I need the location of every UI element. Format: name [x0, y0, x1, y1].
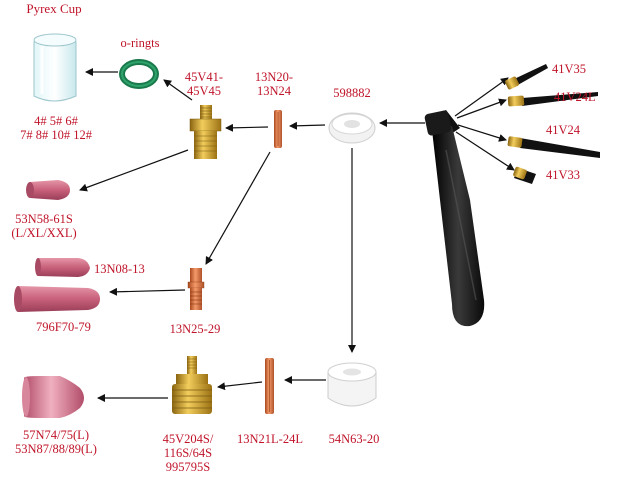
large-collet-label: 13N21L-24L [237, 432, 303, 446]
long-nozzle-label: 796F70-79 [36, 320, 91, 334]
gas-lens-insulator-label: 54N63-20 [328, 432, 380, 446]
arrow-torch-to-back-cap-2 [456, 98, 507, 119]
short-collet-body-label: 13N25-29 [169, 322, 221, 336]
back-cap-label-2: 41V24L [554, 90, 596, 104]
collet-label: 13N20- 13N24 [246, 70, 302, 98]
cup-sizes-line-2: 7# 8# 10# 12# [20, 128, 92, 142]
insulator-image [328, 112, 376, 144]
gas-lens-cup-image [22, 376, 84, 418]
o-rings-label: o-ringts [120, 36, 160, 50]
short-nozzle-image [35, 258, 90, 277]
arrow-short-body-to-nozzles [109, 287, 186, 296]
pyrex-cup-image [33, 33, 77, 102]
back-cap-label-3: 41V24 [546, 123, 581, 137]
nozzle-image [26, 180, 70, 200]
back-cap-image-4 [513, 166, 536, 184]
arrow-torch-to-back-cap-1 [454, 77, 509, 117]
pyrex-cup-label: Pyrex Cup [26, 1, 82, 16]
large-collet-image [265, 358, 274, 414]
collet-body-line-1: 45V41- [184, 70, 224, 84]
long-nozzle-image [14, 286, 100, 312]
arrow-collet-to-short-body [205, 151, 271, 265]
arrow-collet-to-collet-body [225, 123, 269, 132]
gas-lens-cup-line-1: 57N74/75(L) [23, 428, 89, 442]
collet-body-image [189, 105, 222, 159]
collet-body-line-2: 45V45 [186, 84, 222, 98]
collet-body-label: 45V41- 45V45 [176, 70, 232, 98]
cup-sizes-line-1: 4# 5# 6# [34, 114, 78, 128]
collet-image [274, 110, 282, 148]
torch-image [424, 110, 485, 327]
arrow-large-collet-to-gas-lens [217, 381, 263, 391]
gas-lens-line-2: 116S/64S [163, 446, 213, 460]
arrow-collet-body-to-oring [163, 79, 193, 101]
gas-lens-cup-label: 57N74/75(L) 53N87/88/89(L) [4, 428, 108, 456]
nozzle-line-1: 53N58-61S [15, 212, 73, 226]
connector-arrows [79, 68, 515, 402]
gas-lens-insulator-image [327, 362, 377, 407]
insulator-label: 598882 [333, 86, 371, 100]
gas-lens-label: 45V204S/ 116S/64S 995795S [150, 432, 226, 474]
collet-line-2: 13N24 [256, 84, 292, 98]
arrow-torch-to-back-cap-3 [457, 124, 507, 142]
collet-line-1: 13N20- [254, 70, 294, 84]
back-cap-label-1: 41V35 [552, 62, 587, 76]
arrow-collet-body-to-nozzle [79, 149, 189, 192]
gas-lens-cup-line-2: 53N87/88/89(L) [15, 442, 97, 456]
short-nozzle-label: 13N08-13 [94, 262, 145, 276]
gas-lens-line-3: 995795S [165, 460, 211, 474]
cup-sizes-label: 4# 5# 6# 7# 8# 10# 12# [10, 114, 102, 142]
back-cap-image-3 [507, 136, 600, 158]
arrow-torch-to-back-cap-4 [455, 131, 515, 171]
gas-lens-image [172, 356, 212, 414]
nozzle-label: 53N58-61S (L/XL/XXL) [2, 212, 86, 240]
gas-lens-line-1: 45V204S/ [162, 432, 214, 446]
nozzle-line-2: (L/XL/XXL) [11, 226, 77, 240]
back-cap-image-2 [507, 92, 598, 107]
arrow-insulator-to-collet [289, 121, 326, 130]
back-cap-image-1 [505, 64, 548, 90]
back-cap-label-4: 41V33 [546, 168, 581, 182]
short-collet-body-image [187, 268, 205, 310]
o-ring-image [119, 59, 159, 89]
